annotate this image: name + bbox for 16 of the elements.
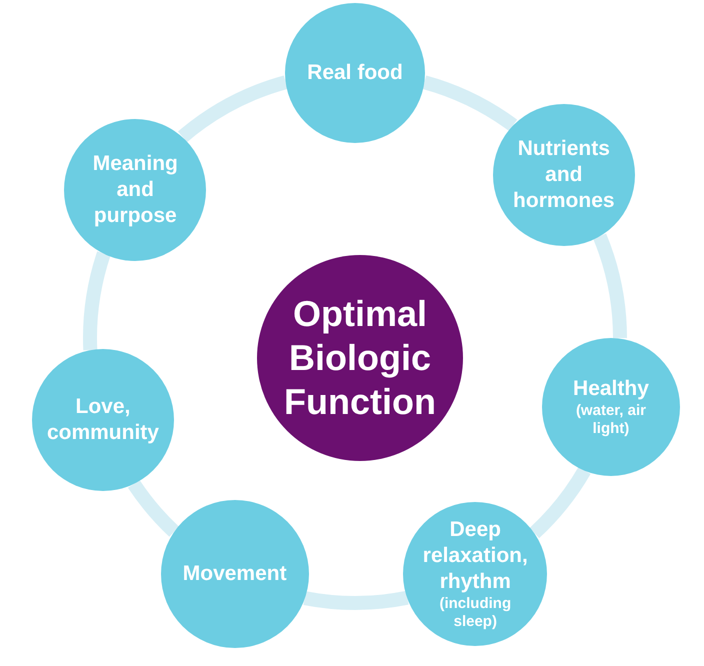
- circle-title: Deep relaxation, rhythm: [422, 517, 529, 596]
- ring-connector: [593, 234, 627, 339]
- circle-title: Optimal Biologic Function: [283, 292, 437, 424]
- circle-subtitle: (including sleep): [438, 595, 512, 632]
- circle-title: Movement: [182, 561, 288, 588]
- ring-connector: [83, 252, 111, 350]
- circle-subtitle: (water, air light): [574, 402, 647, 438]
- ring-connector: [530, 466, 591, 538]
- circle-title: Meaning and purpose: [92, 150, 179, 229]
- ring-connector: [128, 480, 180, 537]
- circle-title: Love, community: [46, 394, 160, 446]
- circle-title: Healthy: [572, 376, 650, 402]
- ring-connector: [422, 76, 517, 132]
- ring-connector: [304, 590, 408, 610]
- circle-title: Nutrients and hormones: [512, 136, 616, 214]
- circle-title: Real food: [306, 60, 404, 86]
